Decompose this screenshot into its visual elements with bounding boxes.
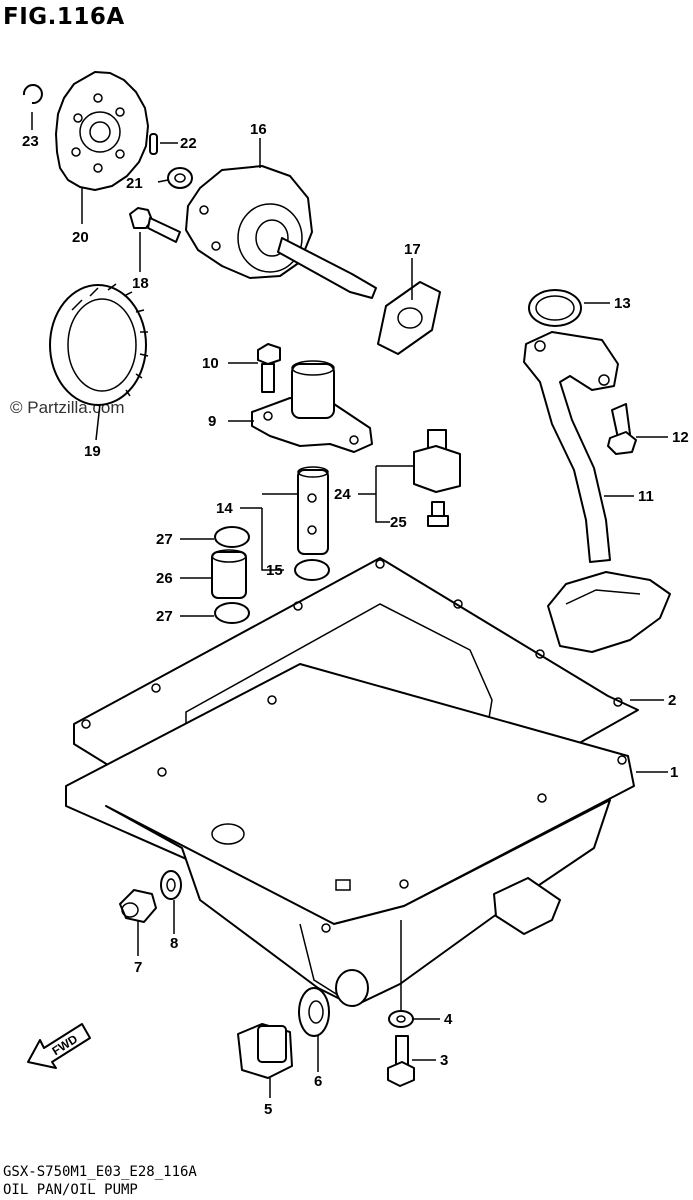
part-13-o-ring[interactable] <box>528 289 582 327</box>
part-27-o-ring-lower[interactable] <box>214 602 250 624</box>
part-10-bolt[interactable] <box>257 343 281 393</box>
callout-16: 16 <box>250 121 267 138</box>
part-17-gasket[interactable] <box>377 281 441 355</box>
part-24-oil-pressure-switch[interactable] <box>413 429 461 493</box>
callout-21: 21 <box>126 175 143 192</box>
callout-17: 17 <box>404 241 421 258</box>
callout-22: 22 <box>180 135 197 152</box>
callout-25: 25 <box>390 514 407 531</box>
callout-11: 11 <box>638 488 654 505</box>
part-7-plug[interactable] <box>119 889 157 923</box>
callout-2: 2 <box>668 692 676 709</box>
callout-27-upper: 27 <box>156 531 173 548</box>
callout-24: 24 <box>334 486 351 503</box>
figure-name: OIL PAN/OIL PUMP <box>3 1182 138 1198</box>
part-16-oil-pump[interactable] <box>185 165 377 299</box>
part-5-drain-plug[interactable] <box>237 1023 293 1079</box>
part-20-pump-sprocket[interactable] <box>55 71 149 191</box>
part-14-oil-pipe[interactable] <box>297 466 329 555</box>
part-9-relief-valve[interactable] <box>251 360 373 453</box>
callout-4: 4 <box>444 1011 453 1028</box>
callout-26: 26 <box>156 570 173 587</box>
part-18-bolt[interactable] <box>129 207 181 243</box>
figure-code: GSX-S750M1_E03_E28_116A <box>3 1164 197 1180</box>
part-25-screw[interactable] <box>427 501 449 527</box>
part-27-o-ring-upper[interactable] <box>214 526 250 548</box>
callout-27-lower: 27 <box>156 608 173 625</box>
callout-7: 7 <box>134 959 142 976</box>
part-8-gasket[interactable] <box>160 870 182 900</box>
part-21-washer[interactable] <box>167 167 193 189</box>
leader-lines <box>31 112 668 1098</box>
part-12-bolt[interactable] <box>607 403 637 455</box>
part-6-gasket[interactable] <box>298 987 330 1037</box>
part-23-circlip[interactable] <box>22 84 43 105</box>
callout-13: 13 <box>614 295 631 312</box>
callout-20: 20 <box>72 229 89 246</box>
callout-14: 14 <box>216 500 233 517</box>
part-15-o-ring[interactable] <box>294 559 330 581</box>
part-4-washer[interactable] <box>388 1010 414 1028</box>
part-19-drive-gear[interactable] <box>49 283 149 406</box>
callout-12: 12 <box>672 429 689 446</box>
callout-9: 9 <box>208 413 216 430</box>
callout-6: 6 <box>314 1073 322 1090</box>
callout-1: 1 <box>670 764 678 781</box>
fwd-arrow-icon: FWD <box>27 1023 91 1069</box>
callout-5: 5 <box>264 1101 272 1118</box>
callout-numbers: 23 20 22 21 18 16 17 19 13 11 12 10 9 14… <box>22 121 689 1118</box>
callout-3: 3 <box>440 1052 448 1069</box>
callout-8: 8 <box>170 935 178 952</box>
part-22-pin[interactable] <box>149 133 158 155</box>
callout-10: 10 <box>202 355 219 372</box>
figure-title: FIG.116A <box>3 4 125 30</box>
callout-18: 18 <box>132 275 149 292</box>
part-11-oil-strainer[interactable] <box>523 331 671 653</box>
part-26-sleeve[interactable] <box>211 549 247 599</box>
callout-23: 23 <box>22 133 39 150</box>
callout-15: 15 <box>266 562 283 579</box>
part-1-oil-pan[interactable] <box>65 663 635 1007</box>
part-3-bolt[interactable] <box>387 1035 415 1087</box>
callout-19: 19 <box>84 443 101 460</box>
